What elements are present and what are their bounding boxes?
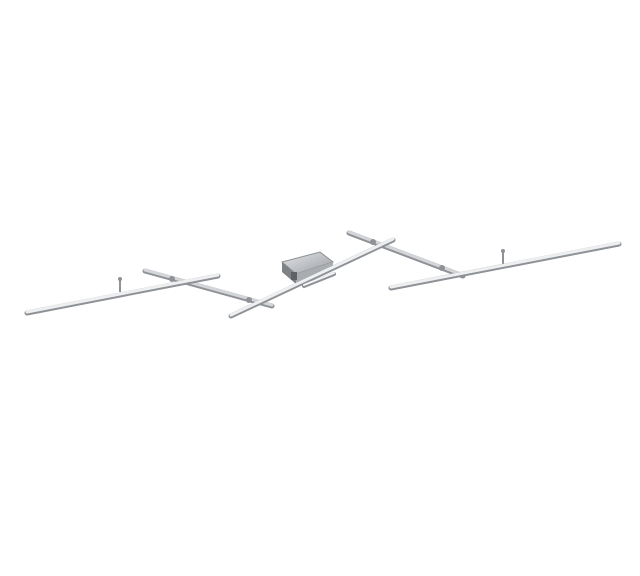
light-bar-far-right: [388, 241, 622, 291]
joint-right: [370, 239, 445, 271]
light-bar-center: [228, 237, 396, 319]
light-bar-canopy-short: [302, 272, 336, 288]
light-bar-far-left: [24, 273, 221, 316]
joint-left: [169, 276, 252, 303]
suspension-pin-right: [501, 249, 505, 264]
suspension-pin-left: [118, 277, 122, 292]
